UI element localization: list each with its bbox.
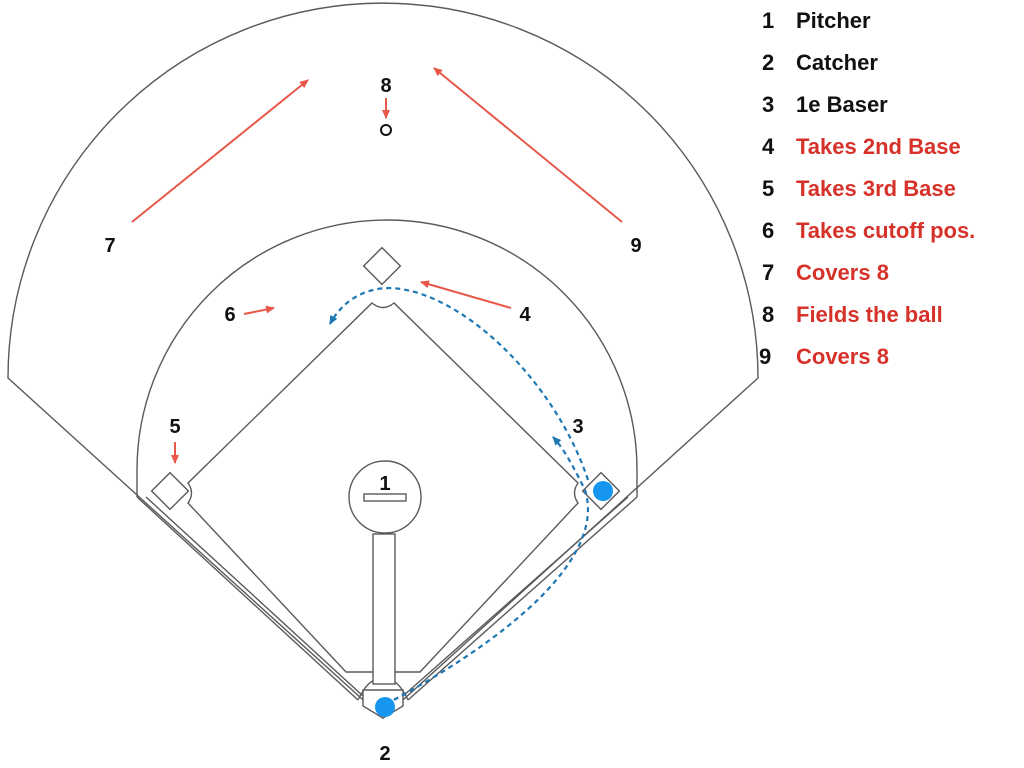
- legend-num: 4: [762, 134, 775, 159]
- legend-num: 6: [762, 218, 775, 243]
- arrow-6-cutoff: [243, 305, 275, 315]
- runner-paths: [329, 286, 590, 705]
- legend-num: 5: [762, 176, 775, 201]
- movement-arrows: [131, 67, 623, 464]
- foul-lines: [136, 496, 638, 701]
- legend-row-8: 8 Fields the ball: [762, 302, 1020, 344]
- legend-num: 2: [762, 50, 775, 75]
- legend-num: 9: [759, 344, 772, 369]
- position-4: 4: [519, 304, 531, 326]
- player-at-home: [375, 697, 395, 717]
- legend-row-3: 3 1e Baser: [762, 92, 1020, 134]
- legend-label: Takes 3rd Base: [796, 176, 956, 201]
- position-numbers: 1 2 3 4 5 6 7 8 9: [104, 75, 641, 765]
- position-6: 6: [224, 304, 235, 326]
- position-5: 5: [169, 416, 180, 438]
- legend-label: Catcher: [796, 50, 878, 75]
- legend-row-5: 5 Takes 3rd Base: [762, 176, 1020, 218]
- path-first-to-second: [329, 286, 590, 481]
- path-home-to-first: [385, 436, 589, 705]
- third-base: [150, 471, 190, 511]
- position-1: 1: [379, 473, 390, 495]
- legend-num: 1: [762, 8, 775, 33]
- baseball-field-diagram: 1 2 3 4 5 6 7 8 9: [7, 2, 759, 765]
- legend-num: 8: [762, 302, 775, 327]
- legend-label: Fields the ball: [796, 302, 943, 327]
- pitchers-mound: [348, 460, 422, 685]
- legend-row-7: 7 Covers 8: [762, 260, 1020, 302]
- legend-row-6: 6 Takes cutoff pos.: [762, 218, 1020, 260]
- infield-diamond: [187, 302, 579, 673]
- legend-row-1: 1 Pitcher: [762, 8, 1020, 50]
- legend-label: Takes cutoff pos.: [796, 218, 976, 243]
- legend-label: Covers 8: [796, 260, 889, 285]
- legend-row-2: 2 Catcher: [762, 50, 1020, 92]
- arrow-9-to-8: [433, 67, 623, 223]
- legend-num: 7: [762, 260, 775, 285]
- ball-marker: [380, 124, 392, 136]
- legend-num: 3: [762, 92, 775, 117]
- infield-arc: [136, 219, 638, 497]
- second-base: [362, 246, 402, 286]
- position-9: 9: [630, 235, 641, 257]
- arrow-4-to-second: [420, 280, 512, 309]
- legend-label: Takes 2nd Base: [796, 134, 961, 159]
- legend-label: Covers 8: [796, 344, 889, 369]
- position-7: 7: [104, 235, 115, 257]
- player-at-first: [593, 481, 613, 501]
- legend-row-4: 4 Takes 2nd Base: [762, 134, 1020, 176]
- arrow-7-to-8: [131, 79, 309, 223]
- legend-row-9: 9 Covers 8: [759, 344, 1020, 386]
- position-8: 8: [380, 75, 391, 97]
- legend-label: Pitcher: [796, 8, 871, 33]
- legend-label: 1e Baser: [796, 92, 888, 117]
- position-3: 3: [572, 416, 583, 438]
- position-2: 2: [379, 743, 390, 765]
- outfield-fence: [7, 2, 759, 719]
- position-legend: 1 Pitcher 2 Catcher 3 1e Baser 4 Takes 2…: [759, 8, 1020, 386]
